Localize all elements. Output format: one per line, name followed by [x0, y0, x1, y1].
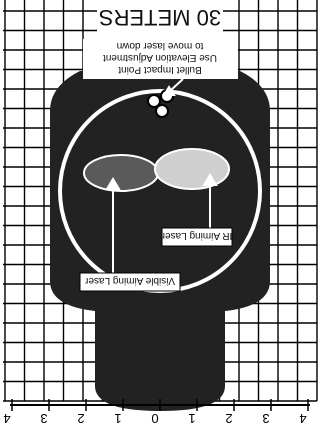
axis-tick-label: 4	[299, 411, 306, 426]
axis-tick-label: 1	[188, 411, 195, 426]
bullet-note-line1: Bullet Impact Point	[118, 64, 202, 75]
axis-tick-label: 1	[114, 411, 121, 426]
range-title: 30 METERS	[99, 5, 221, 30]
bullet-note-line2: Use Elevation Adjustment	[103, 52, 217, 63]
bullet-note-line3: to move laser down	[117, 40, 204, 51]
axis-tick-label: 0	[151, 411, 158, 426]
ir-laser-label: IR Aiming Laser	[161, 230, 232, 241]
axis-tick-label: 3	[262, 411, 269, 426]
axis-tick-label: 2	[77, 411, 84, 426]
ir-laser-dot	[155, 149, 229, 189]
axis-tick-label: 4	[3, 411, 10, 426]
axis-tick-label: 2	[225, 411, 232, 426]
visible-laser-dot	[84, 155, 158, 191]
visible-laser-label: Visible Aiming Laser	[84, 275, 175, 286]
axis-tick-label: 3	[40, 411, 47, 426]
